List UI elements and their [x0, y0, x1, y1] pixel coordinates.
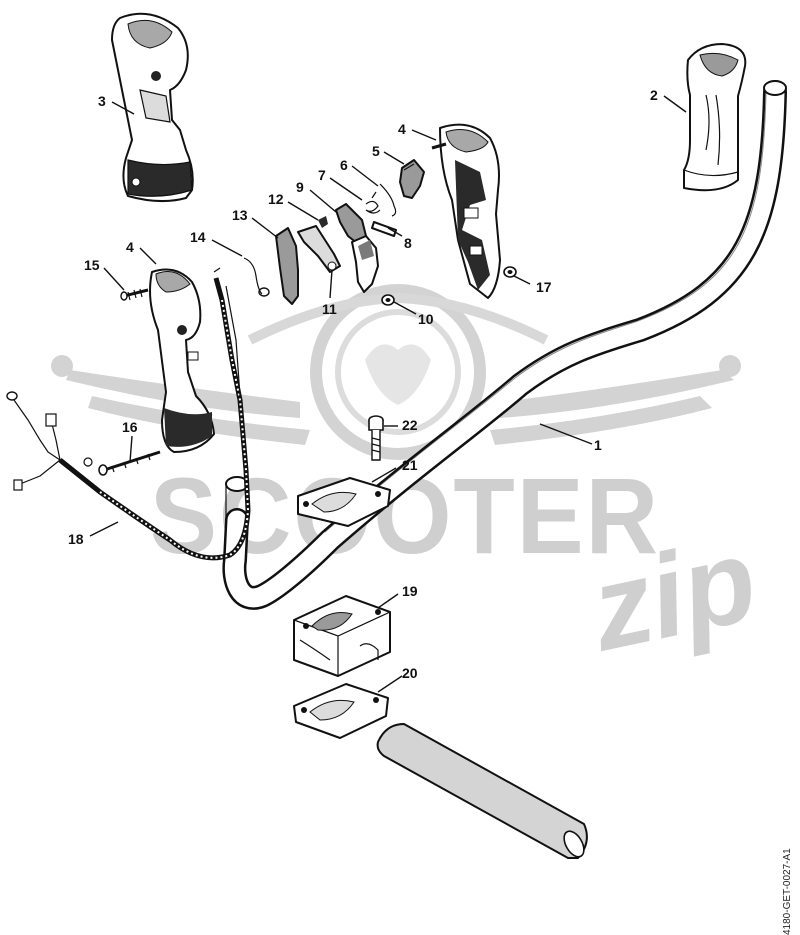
callout-3: 3	[98, 93, 106, 109]
retaining-clip	[318, 216, 328, 228]
screw-15	[120, 288, 149, 301]
callout-20: 20	[402, 665, 418, 681]
callout-11: 11	[322, 301, 337, 317]
callout-6: 6	[340, 157, 348, 173]
throttle-trigger	[351, 235, 379, 293]
clamp-bolt	[368, 415, 384, 461]
drawing-code: 4180-GET-0027-A1	[782, 848, 793, 935]
nut-17	[503, 266, 517, 278]
callout-4-left: 4	[126, 239, 134, 255]
callout-22: 22	[402, 417, 418, 433]
lever-link	[297, 225, 341, 273]
callout-8: 8	[404, 235, 412, 251]
callout-1: 1	[594, 437, 602, 453]
leaf-spring	[243, 257, 270, 297]
handle-half-shell-right	[431, 123, 501, 299]
callout-18: 18	[68, 531, 84, 547]
clamp-block	[293, 595, 391, 677]
callout-19: 19	[402, 583, 418, 599]
lower-clamp	[293, 683, 389, 739]
contact-spring	[379, 183, 397, 217]
callout-2: 2	[650, 87, 658, 103]
callout-5: 5	[372, 143, 380, 159]
lock-lever	[275, 227, 299, 305]
pivot-pin	[371, 221, 397, 237]
screw-16	[98, 450, 161, 476]
callout-7: 7	[318, 167, 326, 183]
callout-13: 13	[232, 207, 248, 223]
handlebar-tube	[222, 80, 787, 610]
callout-9: 9	[296, 179, 304, 195]
throttle-cable-and-harness	[6, 267, 251, 561]
drive-tube	[376, 723, 588, 859]
callout-16: 16	[122, 419, 138, 435]
control-handle-assembly	[111, 12, 194, 202]
callout-21: 21	[402, 457, 418, 473]
stop-switch	[399, 159, 425, 199]
callout-14: 14	[190, 229, 206, 245]
callout-10: 10	[418, 311, 434, 327]
callout-15: 15	[84, 257, 100, 273]
callout-labels: 1 2 3 4 5 6 7 8 9 10 11 12 13 14 4 15 16…	[68, 87, 658, 681]
right-grip	[683, 43, 747, 192]
nut-small	[381, 294, 395, 306]
leader-lines	[89, 95, 687, 693]
callout-17: 17	[536, 279, 552, 295]
callout-4-right: 4	[398, 121, 406, 137]
upper-clamp	[297, 477, 391, 527]
callout-12: 12	[268, 191, 284, 207]
torsion-spring	[365, 191, 381, 214]
handle-half-shell-left	[149, 268, 215, 453]
